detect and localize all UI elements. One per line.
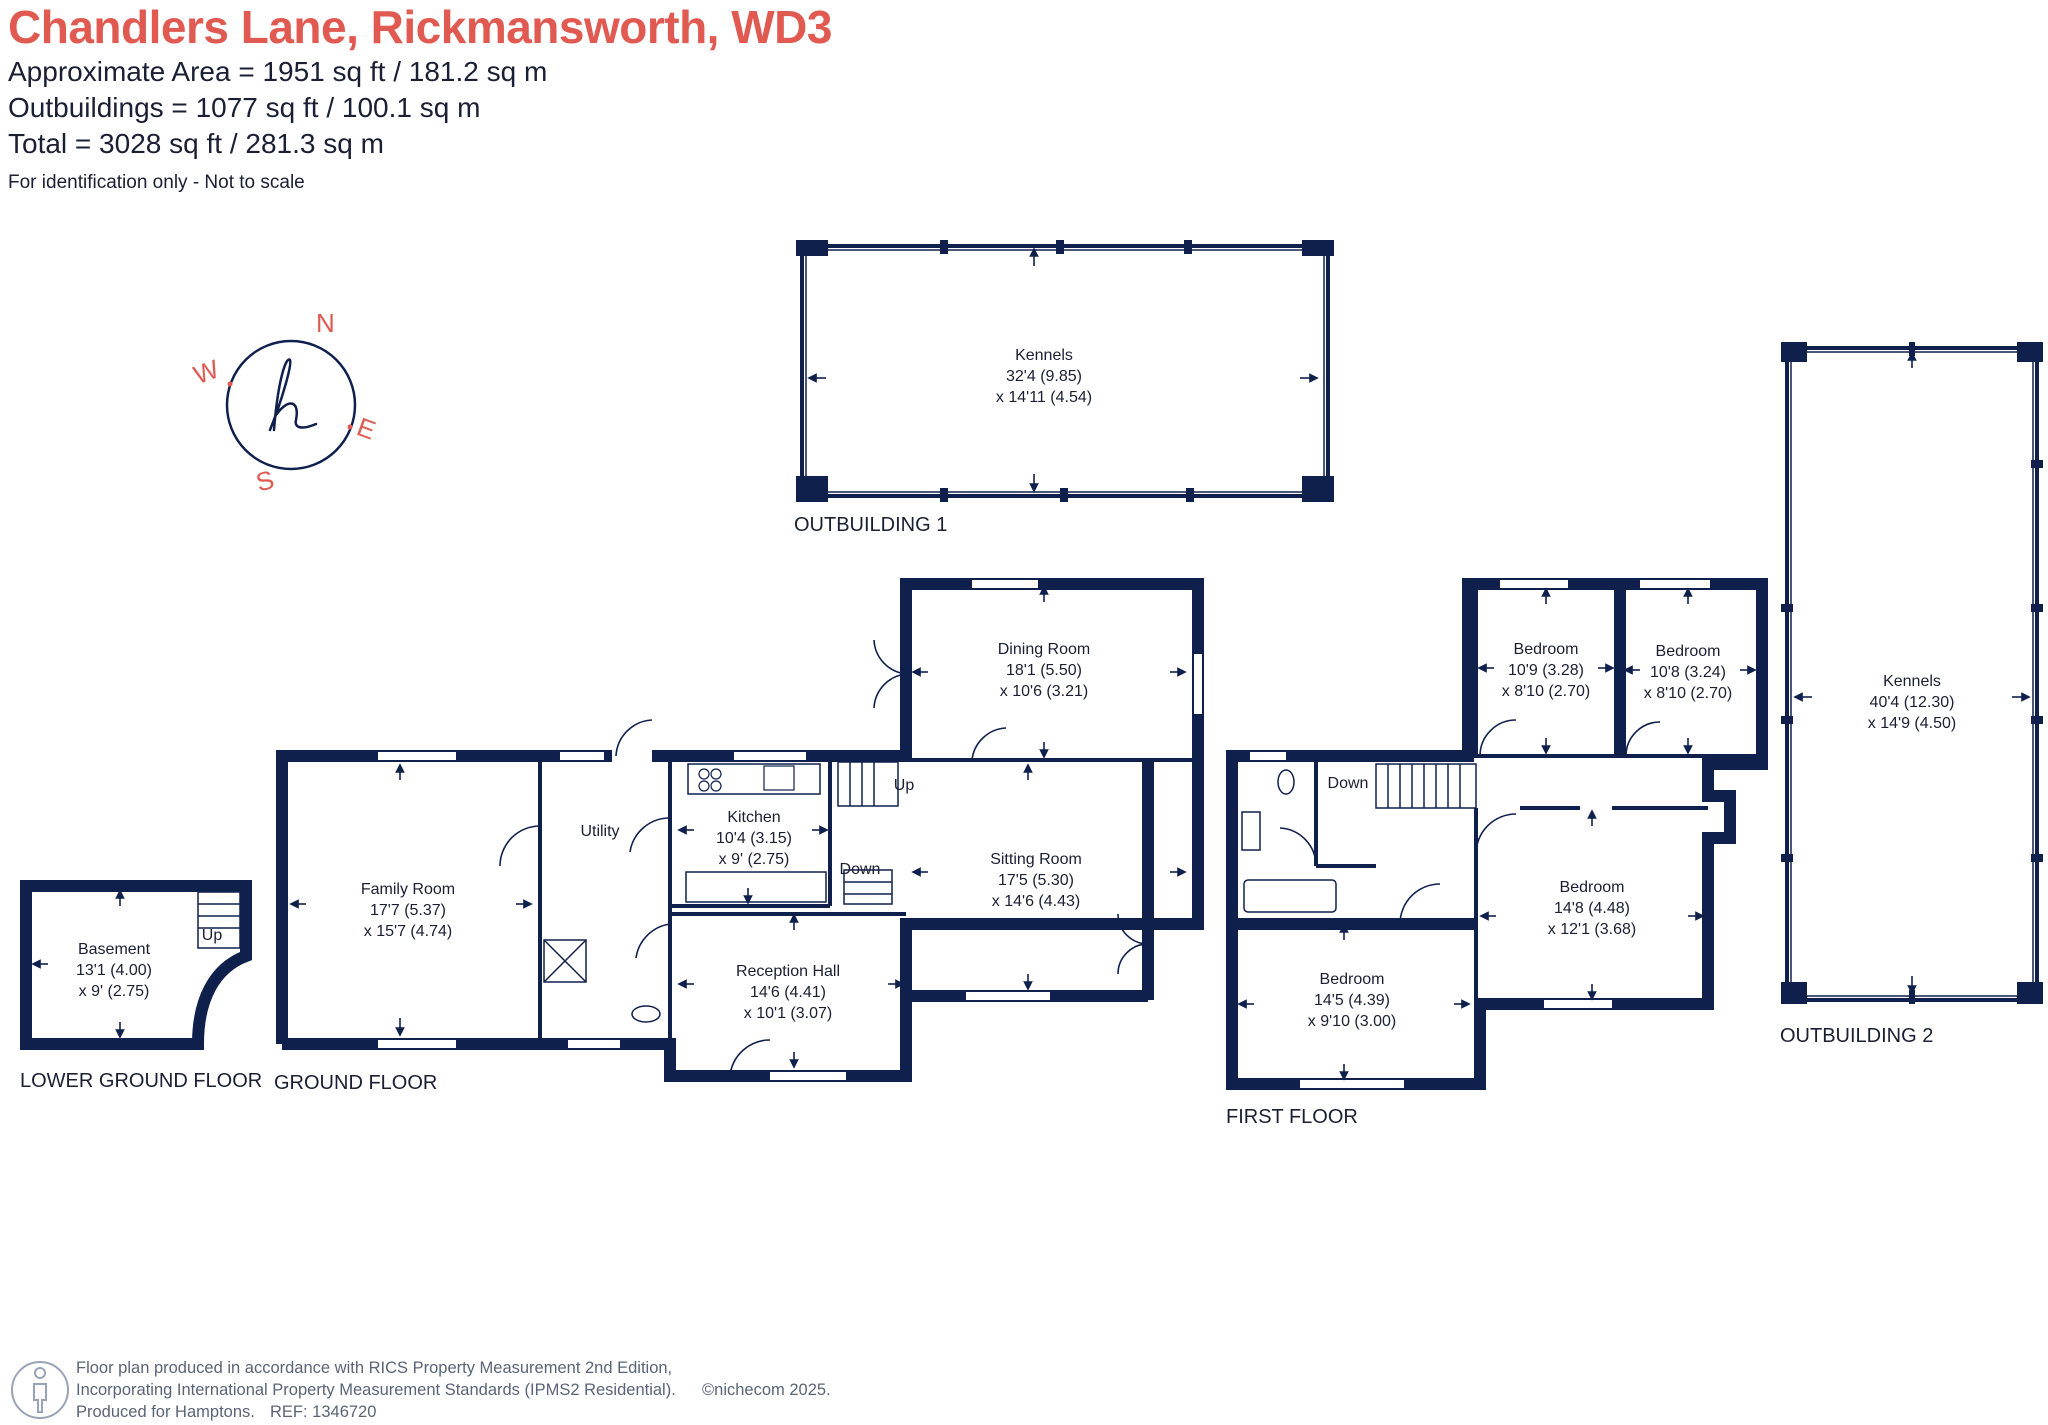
compass-n: N bbox=[316, 308, 335, 338]
outbuilding-1: Kennels 32'4 (9.85) x 14'11 (4.54) bbox=[796, 240, 1334, 502]
kennels-2-dim1: 40'4 (12.30) bbox=[1870, 694, 1955, 711]
dining-room-dim2: x 10'6 (3.21) bbox=[1000, 683, 1088, 700]
family-room-dim2: x 15'7 (4.74) bbox=[364, 923, 452, 940]
outbuilding-2-label: OUTBUILDING 2 bbox=[1780, 1025, 1934, 1047]
bedroom-2-name: Bedroom bbox=[1656, 643, 1721, 660]
kennels-2-dim2: x 14'9 (4.50) bbox=[1868, 715, 1956, 732]
first-floor-label: FIRST FLOOR bbox=[1226, 1106, 1358, 1128]
outbuildings-area: Outbuildings = 1077 sq ft / 100.1 sq m bbox=[8, 92, 481, 123]
reception-hall-dim1: 14'6 (4.41) bbox=[750, 984, 826, 1001]
outbuilding-1-label: OUTBUILDING 1 bbox=[794, 514, 948, 536]
reception-hall-name: Reception Hall bbox=[736, 963, 840, 980]
footer-line-2: Incorporating International Property Mea… bbox=[76, 1381, 676, 1399]
sitting-room-dim1: 17'5 (5.30) bbox=[998, 872, 1074, 889]
accessibility-person-icon bbox=[11, 1361, 69, 1419]
bedroom-1-dim2: x 8'10 (2.70) bbox=[1502, 683, 1590, 700]
footer-line-1: Floor plan produced in accordance with R… bbox=[76, 1359, 673, 1377]
bedroom-4-name: Bedroom bbox=[1320, 971, 1385, 988]
basement-dim2: x 9' (2.75) bbox=[79, 983, 150, 1000]
dining-room-name: Dining Room bbox=[998, 641, 1090, 658]
basement-name: Basement bbox=[78, 941, 151, 958]
bedroom-4-dim1: 14'5 (4.39) bbox=[1314, 992, 1390, 1009]
bedroom-4-dim2: x 9'10 (3.00) bbox=[1308, 1013, 1396, 1030]
scale-note: For identification only - Not to scale bbox=[8, 172, 305, 193]
compass-w: W bbox=[190, 353, 224, 390]
outbuilding-2: Kennels 40'4 (12.30) x 14'9 (4.50) bbox=[1781, 342, 2043, 1004]
compass-icon: N W E S bbox=[190, 308, 380, 498]
utility-name: Utility bbox=[580, 823, 619, 840]
property-title: Chandlers Lane, Rickmansworth, WD3 bbox=[8, 1, 832, 53]
ground-floor-plan: Up Down bbox=[276, 578, 1204, 1082]
ground-stairs-up: Up bbox=[894, 777, 915, 794]
compass-e: E bbox=[353, 411, 380, 445]
basement-stairs-up: Up bbox=[202, 927, 223, 944]
kennels-2-name: Kennels bbox=[1883, 673, 1941, 690]
approximate-area: Approximate Area = 1951 sq ft / 181.2 sq… bbox=[8, 56, 548, 87]
kennels-1-dim1: 32'4 (9.85) bbox=[1006, 368, 1082, 385]
bedroom-3-name: Bedroom bbox=[1560, 879, 1625, 896]
kennels-1-name: Kennels bbox=[1015, 347, 1073, 364]
footer-ref: REF: 1346720 bbox=[270, 1403, 377, 1421]
compass-s: S bbox=[253, 464, 278, 497]
bedroom-2-dim2: x 8'10 (2.70) bbox=[1644, 685, 1732, 702]
kitchen-name: Kitchen bbox=[727, 809, 780, 826]
kitchen-dim2: x 9' (2.75) bbox=[719, 851, 790, 868]
footer-line-3: Produced for Hamptons. bbox=[76, 1403, 255, 1421]
sitting-room-dim2: x 14'6 (4.43) bbox=[992, 893, 1080, 910]
basement-plan: Up Basement 13'1 (4.00) x 9' (2.75) bbox=[20, 880, 252, 1050]
family-room-dim1: 17'7 (5.37) bbox=[370, 902, 446, 919]
lower-ground-floor-label: LOWER GROUND FLOOR bbox=[20, 1070, 263, 1092]
reception-hall-dim2: x 10'1 (3.07) bbox=[744, 1005, 832, 1022]
sitting-room-name: Sitting Room bbox=[990, 851, 1082, 868]
ground-stairs-down: Down bbox=[840, 861, 881, 878]
bedroom-3-dim1: 14'8 (4.48) bbox=[1554, 900, 1630, 917]
ground-floor-label: GROUND FLOOR bbox=[274, 1072, 438, 1094]
dining-room-dim1: 18'1 (5.50) bbox=[1006, 662, 1082, 679]
bedroom-1-dim1: 10'9 (3.28) bbox=[1508, 662, 1584, 679]
first-floor-plan: Down bbox=[1226, 578, 1768, 1090]
first-stairs-down: Down bbox=[1328, 775, 1369, 792]
bedroom-3-dim2: x 12'1 (3.68) bbox=[1548, 921, 1636, 938]
footer-brand: ©nichecom 2025. bbox=[702, 1381, 831, 1399]
family-room-name: Family Room bbox=[361, 881, 455, 898]
bedroom-1-name: Bedroom bbox=[1514, 641, 1579, 658]
basement-dim1: 13'1 (4.00) bbox=[76, 962, 152, 979]
total-area: Total = 3028 sq ft / 281.3 sq m bbox=[8, 128, 384, 159]
kennels-1-dim2: x 14'11 (4.54) bbox=[996, 389, 1092, 406]
bedroom-2-dim1: 10'8 (3.24) bbox=[1650, 664, 1726, 681]
kitchen-dim1: 10'4 (3.15) bbox=[716, 830, 792, 847]
